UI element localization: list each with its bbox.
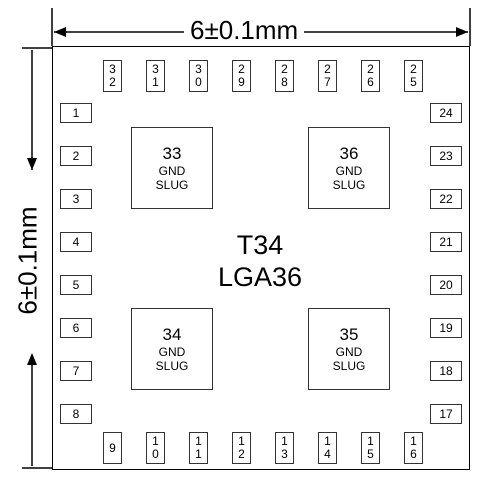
- slug-line2: SLUG: [155, 359, 189, 373]
- pin-pad-1: 1: [60, 103, 92, 123]
- pin-pad-24: 24: [430, 103, 462, 123]
- pin-pad-8: 8: [60, 404, 92, 424]
- package-outline: [52, 46, 470, 470]
- pin-pad-19: 19: [430, 318, 462, 338]
- pin-pad-23: 23: [430, 146, 462, 166]
- slug-number: 34: [162, 325, 182, 344]
- gnd-slug-35: 35 GND SLUG: [308, 308, 390, 390]
- pin-pad-25: 2 5: [404, 60, 423, 92]
- slug-line1: GND: [158, 164, 186, 178]
- pin-pad-13: 1 3: [275, 432, 294, 464]
- pin-pad-18: 18: [430, 361, 462, 381]
- gnd-slug-33: 33 GND SLUG: [131, 127, 213, 209]
- slug-number: 35: [339, 325, 359, 344]
- pin-pad-29: 2 9: [232, 60, 251, 92]
- slug-line1: GND: [158, 345, 186, 359]
- pin-pad-15: 1 5: [361, 432, 380, 464]
- pin-pad-17: 17: [430, 404, 462, 424]
- pin-pad-28: 2 8: [275, 60, 294, 92]
- pin-pad-3: 3: [60, 189, 92, 209]
- pin-pad-10: 1 0: [146, 432, 165, 464]
- height-dimension-label: 6±0.1mm: [12, 200, 44, 321]
- slug-line1: GND: [335, 164, 363, 178]
- package-type: LGA36: [217, 262, 303, 292]
- pin-pad-2: 2: [60, 146, 92, 166]
- pin-pad-26: 2 6: [361, 60, 380, 92]
- pin-pad-31: 3 1: [146, 60, 165, 92]
- pin-pad-4: 4: [60, 232, 92, 252]
- slug-number: 36: [339, 144, 359, 163]
- pin-pad-6: 6: [60, 318, 92, 338]
- width-arrow-right: [456, 27, 468, 37]
- pin-pad-14: 1 4: [318, 432, 337, 464]
- height-arrow-top: [27, 158, 37, 170]
- pin-pad-30: 3 0: [189, 60, 208, 92]
- slug-number: 33: [162, 144, 182, 163]
- pin-pad-11: 1 1: [189, 432, 208, 464]
- slug-line2: SLUG: [155, 178, 189, 192]
- slug-line2: SLUG: [332, 359, 366, 373]
- pin-pad-5: 5: [60, 275, 92, 295]
- pin-pad-32: 3 2: [103, 60, 122, 92]
- part-number: T34: [236, 230, 284, 260]
- pin-pad-22: 22: [430, 189, 462, 209]
- height-arrow-bottom: [27, 353, 37, 365]
- gnd-slug-36: 36 GND SLUG: [308, 127, 390, 209]
- gnd-slug-34: 34 GND SLUG: [131, 308, 213, 390]
- pin-pad-16: 1 6: [404, 432, 423, 464]
- slug-line1: GND: [335, 345, 363, 359]
- pin-pad-9: 9: [103, 432, 122, 464]
- pin-pad-20: 20: [430, 275, 462, 295]
- width-arrow-left: [54, 27, 66, 37]
- width-dimension-label: 6±0.1mm: [184, 15, 305, 46]
- pin-pad-21: 21: [430, 232, 462, 252]
- slug-line2: SLUG: [332, 178, 366, 192]
- pin-pad-7: 7: [60, 361, 92, 381]
- pin-pad-12: 1 2: [232, 432, 251, 464]
- pin-pad-27: 2 7: [318, 60, 337, 92]
